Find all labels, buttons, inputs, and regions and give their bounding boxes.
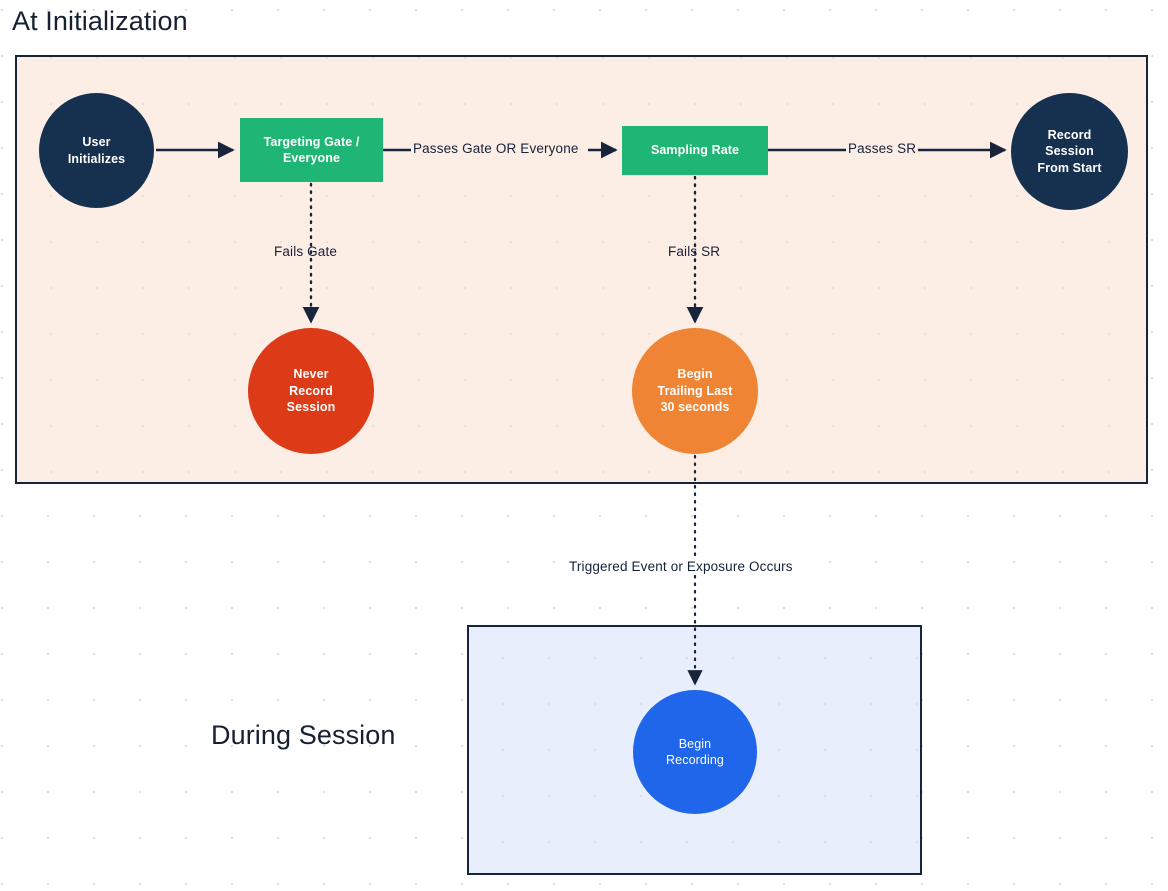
edge-label-fails-gate: Fails Gate xyxy=(274,244,338,259)
node-record-session-from-start[interactable]: Record Session From Start xyxy=(1011,93,1128,210)
node-never-record-session[interactable]: Never Record Session xyxy=(248,328,374,454)
edge-label-passes-gate-or-everyone: Passes Gate OR Everyone xyxy=(411,141,581,156)
edge-label-triggered-event-or-exposure-occurs: Triggered Event or Exposure Occurs xyxy=(566,559,796,574)
node-begin-recording[interactable]: Begin Recording xyxy=(633,690,757,814)
node-user-initializes[interactable]: User Initializes xyxy=(39,93,154,208)
page-title-at-initialization: At Initialization xyxy=(12,6,188,36)
node-begin-trailing-last-30-seconds[interactable]: Begin Trailing Last 30 seconds xyxy=(632,328,758,454)
node-targeting-gate[interactable]: Targeting Gate / Everyone xyxy=(240,118,383,182)
edge-label-passes-sr: Passes SR xyxy=(846,141,919,156)
node-sampling-rate[interactable]: Sampling Rate xyxy=(622,126,768,175)
edge-label-fails-sr: Fails SR xyxy=(668,244,721,259)
page-title-during-session: During Session xyxy=(211,720,396,750)
section-at-initialization xyxy=(15,55,1148,484)
